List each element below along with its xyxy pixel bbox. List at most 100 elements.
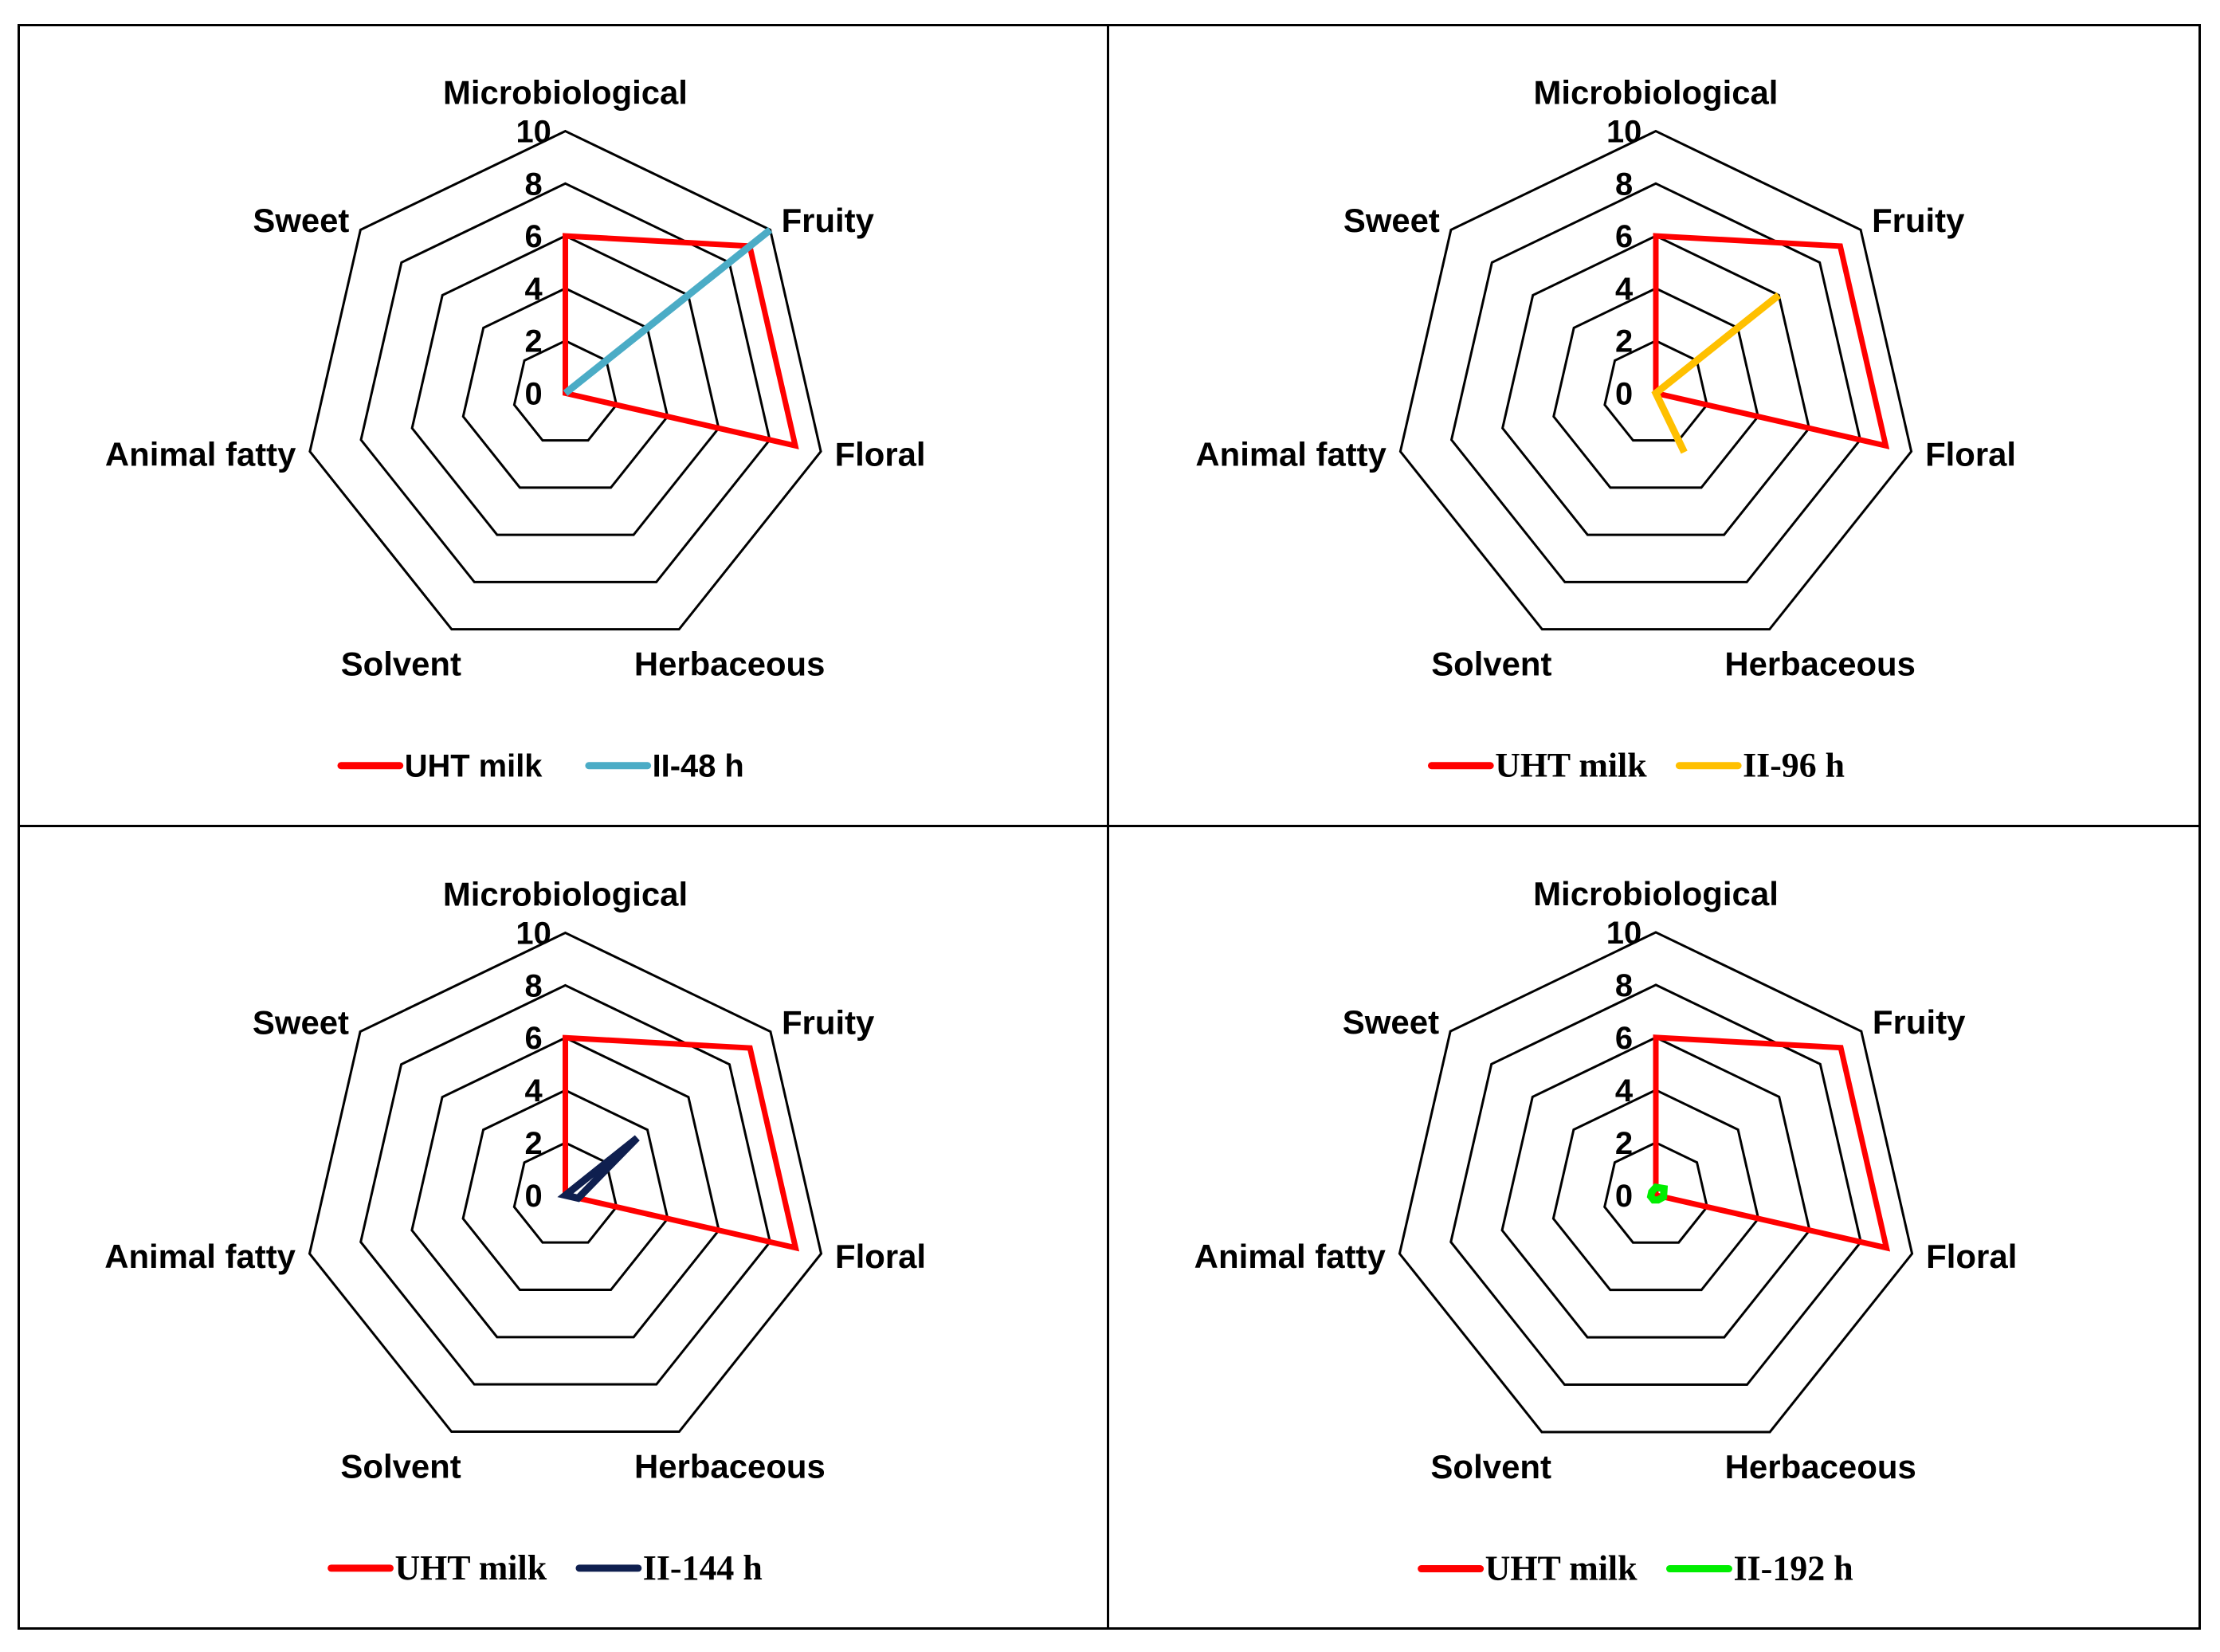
legend-label: II-192 h [1733, 1548, 1853, 1587]
grid [308, 931, 823, 1433]
axis-label-solvent: Solvent [340, 1447, 461, 1485]
legend: UHT milk II-192 h [1418, 1548, 1853, 1587]
grid-ring-8 [1449, 983, 1862, 1386]
grid-ring-2 [1603, 339, 1708, 442]
tick-label-2: 2 [1615, 1125, 1633, 1160]
tick-label-8: 8 [1615, 167, 1633, 202]
axis-label-floral: Floral [835, 1238, 926, 1275]
legend: UHT milk II-48 h [337, 749, 744, 784]
series-line-uht-milk [563, 1034, 800, 1251]
grid-ring-8 [359, 182, 771, 583]
series-group [1646, 1034, 1891, 1251]
tick-label-0: 0 [525, 376, 543, 411]
axis-label-sweet: Sweet [1343, 202, 1440, 239]
grid-ring-8 [359, 983, 771, 1386]
grid-ring-10 [308, 931, 823, 1433]
tick-label-0: 0 [1615, 1178, 1633, 1213]
grid-ring-2 [1603, 1140, 1708, 1244]
axis-labels: MicrobiologicalFruityFloralHerbaceousSol… [1194, 874, 2018, 1485]
tick-label-10: 10 [1606, 114, 1641, 149]
legend-item-uht-milk: UHT milk [337, 749, 543, 784]
tick-label-0: 0 [1615, 376, 1633, 411]
tick-label-8: 8 [525, 167, 543, 202]
axis-label-floral: Floral [1926, 1238, 2017, 1275]
series-line-ii-144-h [557, 1134, 640, 1202]
legend-item-uht-milk: UHT milk [1427, 747, 1647, 785]
axis-label-floral: Floral [1925, 436, 2016, 473]
grid-ring-4 [1552, 287, 1759, 489]
axis-label-sweet: Sweet [253, 1003, 349, 1041]
axis-label-fruity: Fruity [1872, 202, 1965, 239]
axis-label-sweet: Sweet [253, 202, 349, 239]
axis-label-microbiological: Microbiological [1533, 874, 1779, 912]
axis-label-herbaceous: Herbaceous [634, 645, 826, 682]
radar-chart-svg: 0246810MicrobiologicalFruityFloralHerbac… [105, 74, 926, 784]
tick-label-8: 8 [524, 968, 542, 1003]
legend-item-ii-192-h: II-192 h [1665, 1548, 1853, 1587]
legend-item-ii-48-h: II-48 h [585, 749, 744, 784]
axis-label-microbiological: Microbiological [443, 875, 688, 912]
tick-label-4: 4 [1615, 1073, 1634, 1108]
axis-label-animal-fatty: Animal fatty [105, 436, 296, 473]
tick-label-2: 2 [524, 1125, 542, 1160]
legend-label: UHT milk [405, 749, 543, 784]
axis-label-animal-fatty: Animal fatty [1195, 436, 1387, 473]
axis-labels: MicrobiologicalFruityFloralHerbaceousSol… [1195, 74, 2016, 683]
grid [308, 129, 822, 631]
tick-label-10: 10 [516, 916, 551, 951]
radar-chart-svg: 0246810MicrobiologicalFruityFloralHerbac… [104, 875, 926, 1587]
tick-label-2: 2 [525, 324, 543, 359]
axis-labels: MicrobiologicalFruityFloralHerbaceousSol… [105, 74, 926, 683]
grid [1398, 129, 1913, 631]
tick-label-4: 4 [1615, 272, 1633, 307]
series-group [557, 1034, 800, 1251]
grid-ring-6 [1501, 234, 1810, 536]
tick-label-0: 0 [524, 1178, 542, 1213]
legend: UHT milk II-144 h [328, 1548, 763, 1587]
tick-label-4: 4 [524, 1073, 542, 1109]
series-line-uht-milk [1653, 1034, 1891, 1251]
axis-label-herbaceous: Herbaceous [634, 1447, 826, 1485]
tick-label-8: 8 [1615, 967, 1633, 1003]
legend-label: II-144 h [643, 1548, 763, 1587]
legend-item-uht-milk: UHT milk [1418, 1548, 1638, 1587]
axis-label-solvent: Solvent [341, 645, 461, 682]
legend-item-uht-milk: UHT milk [328, 1548, 547, 1587]
axis-label-herbaceous: Herbaceous [1724, 645, 1916, 682]
axis-label-microbiological: Microbiological [443, 74, 688, 112]
grid-ring-6 [410, 234, 720, 536]
tick-label-4: 4 [525, 272, 543, 307]
grid-ring-2 [512, 339, 618, 442]
grid-ring-4 [461, 287, 669, 489]
axis-label-sweet: Sweet [1343, 1003, 1439, 1040]
grid-ring-4 [461, 1088, 669, 1291]
legend-label: UHT milk [1485, 1548, 1638, 1587]
grid-ring-10 [308, 129, 822, 631]
series-group [1651, 233, 1890, 454]
grid-ring-6 [410, 1036, 720, 1338]
tick-label-6: 6 [525, 219, 543, 254]
axis-label-fruity: Fruity [782, 1003, 875, 1041]
series-line-uht-milk [563, 233, 799, 449]
tick-label-2: 2 [1615, 324, 1633, 359]
axis-label-solvent: Solvent [1431, 645, 1551, 682]
grid-ring-10 [1398, 129, 1913, 631]
legend: UHT milk II-96 h [1427, 747, 1845, 785]
axis-label-fruity: Fruity [782, 202, 875, 239]
tick-label-6: 6 [1615, 219, 1633, 254]
axis-label-herbaceous: Herbaceous [1725, 1447, 1916, 1485]
grid-ring-4 [1551, 1088, 1760, 1291]
legend-item-ii-96-h: II-96 h [1675, 747, 1845, 785]
radar-chart-svg: 0246810MicrobiologicalFruityFloralHerbac… [1194, 874, 2018, 1587]
grid-ring-8 [1449, 182, 1862, 583]
legend-label: UHT milk [1495, 747, 1647, 785]
series-line-ii-192-h [1646, 1183, 1669, 1203]
